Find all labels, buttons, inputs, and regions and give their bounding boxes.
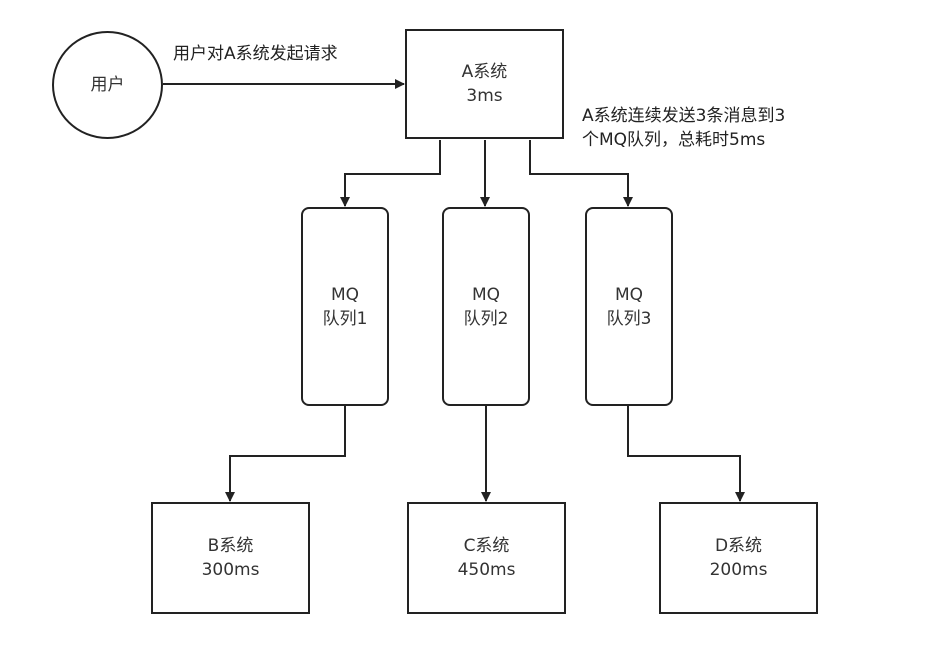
system-a-node: A系统 3ms xyxy=(405,29,564,139)
queue-name: 队列3 xyxy=(606,308,652,329)
mq-queue-2: MQ 队列2 xyxy=(442,207,530,406)
user-label: 用户 xyxy=(90,75,125,95)
queue-name: 队列1 xyxy=(322,308,368,329)
arrow-queue3-to-d xyxy=(627,406,745,502)
request-label: 用户对A系统发起请求 xyxy=(173,44,338,64)
queue-title: MQ xyxy=(330,284,360,305)
mq-queue-1: MQ 队列1 xyxy=(301,207,389,406)
arrow-a-to-queue1 xyxy=(340,140,441,207)
send-note-line2: 个MQ队列，总耗时5ms xyxy=(582,130,766,150)
system-d-node: D系统 200ms xyxy=(659,502,818,614)
system-b-node: B系统 300ms xyxy=(151,502,310,614)
user-node: 用户 xyxy=(52,31,163,139)
system-b-name: B系统 xyxy=(207,536,254,556)
system-b-time: 300ms xyxy=(201,560,260,580)
send-note-line1: A系统连续发送3条消息到3 xyxy=(582,106,786,126)
system-c-time: 450ms xyxy=(457,560,516,580)
system-d-time: 200ms xyxy=(709,560,768,580)
mq-queue-3: MQ 队列3 xyxy=(585,207,673,406)
system-d-name: D系统 xyxy=(714,536,763,556)
queue-title: MQ xyxy=(471,284,501,305)
system-c-name: C系统 xyxy=(463,536,510,556)
queue-name: 队列2 xyxy=(463,308,509,329)
arrow-a-to-queue3 xyxy=(529,140,633,207)
queue-title: MQ xyxy=(614,284,644,305)
arrow-queue1-to-b xyxy=(225,406,346,502)
send-note: A系统连续发送3条消息到3 个MQ队列，总耗时5ms xyxy=(582,104,785,152)
system-a-time: 3ms xyxy=(466,86,503,106)
system-c-node: C系统 450ms xyxy=(407,502,566,614)
system-a-name: A系统 xyxy=(461,62,508,82)
